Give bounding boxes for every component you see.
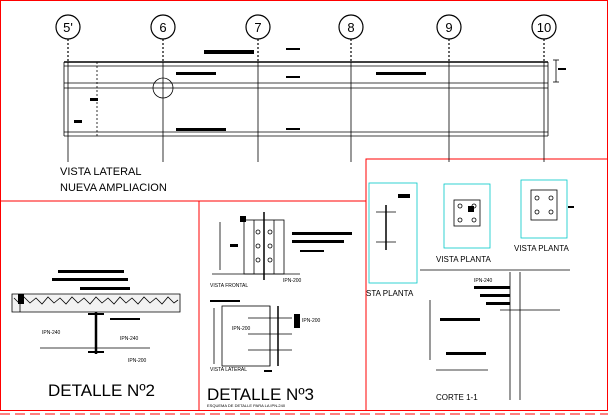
detail-3-annotations [210, 216, 352, 372]
axis-label-6: 6 [159, 20, 166, 35]
axis-marker-9 [436, 14, 462, 62]
axis-marker-5prime [55, 14, 81, 62]
detail-2-label-ipn200-a: IPN-200 [128, 358, 147, 364]
axis-labels: 5' 6 7 8 9 10 [63, 20, 551, 35]
detail-3-frontal-label: VISTA FRONTAL [210, 283, 248, 289]
detail-3-subtitle: ESQUEMA DE DETALLE PARA LA IPN-240 [207, 403, 286, 408]
lateral-elevation [63, 59, 559, 162]
plan-details-annotations [398, 194, 574, 355]
lateral-annotations [74, 48, 566, 131]
lateral-view-subtitle: NUEVA AMPLIACION [60, 182, 167, 194]
detail-2-drawing [11, 293, 181, 354]
detail-3-drawing [212, 212, 300, 367]
detail-3-title: DETALLE Nº3 [207, 385, 314, 404]
axis-label-7: 7 [254, 20, 261, 35]
axis-marker-8 [338, 14, 364, 62]
plan-details-drawing [368, 179, 570, 400]
section-label: CORTE 1-1 [436, 393, 478, 402]
axis-label-8: 8 [347, 20, 354, 35]
axis-label-5prime: 5' [63, 20, 73, 35]
detail-2-label-ipn240-a: IPN-240 [42, 330, 61, 336]
axis-marker-6 [150, 14, 176, 62]
lateral-view-title: VISTA LATERAL [60, 166, 142, 178]
axis-label-9: 9 [445, 20, 452, 35]
axis-label-10: 10 [537, 20, 551, 35]
frame-box-right [365, 158, 607, 410]
detail-2-annotations [18, 270, 140, 320]
axis-marker-10 [531, 14, 557, 62]
detail-3-label-ipn200-d: IPN-200 [302, 318, 321, 324]
detail-3-label-ipn200-c: IPN-200 [232, 326, 251, 332]
axis-marker-7 [245, 14, 271, 62]
detail-2-label-ipn240-b: IPN-240 [120, 336, 139, 342]
detail-2-title: DETALLE Nº2 [48, 381, 155, 400]
detail-3-lateral-label: VISTA LATERAL [210, 367, 247, 373]
plan-view-label-c: STA PLANTA [366, 289, 414, 298]
plan-view-label-a: VISTA PLANTA [436, 255, 491, 264]
plan-view-label-b: VISTA PLANTA [514, 244, 569, 253]
detail-callout-circle [152, 77, 174, 99]
plan-label-ipn240-c: IPN-240 [474, 278, 493, 284]
axis-markers [55, 14, 557, 62]
detail-3-label-ipn200-b: IPN-200 [283, 278, 302, 284]
